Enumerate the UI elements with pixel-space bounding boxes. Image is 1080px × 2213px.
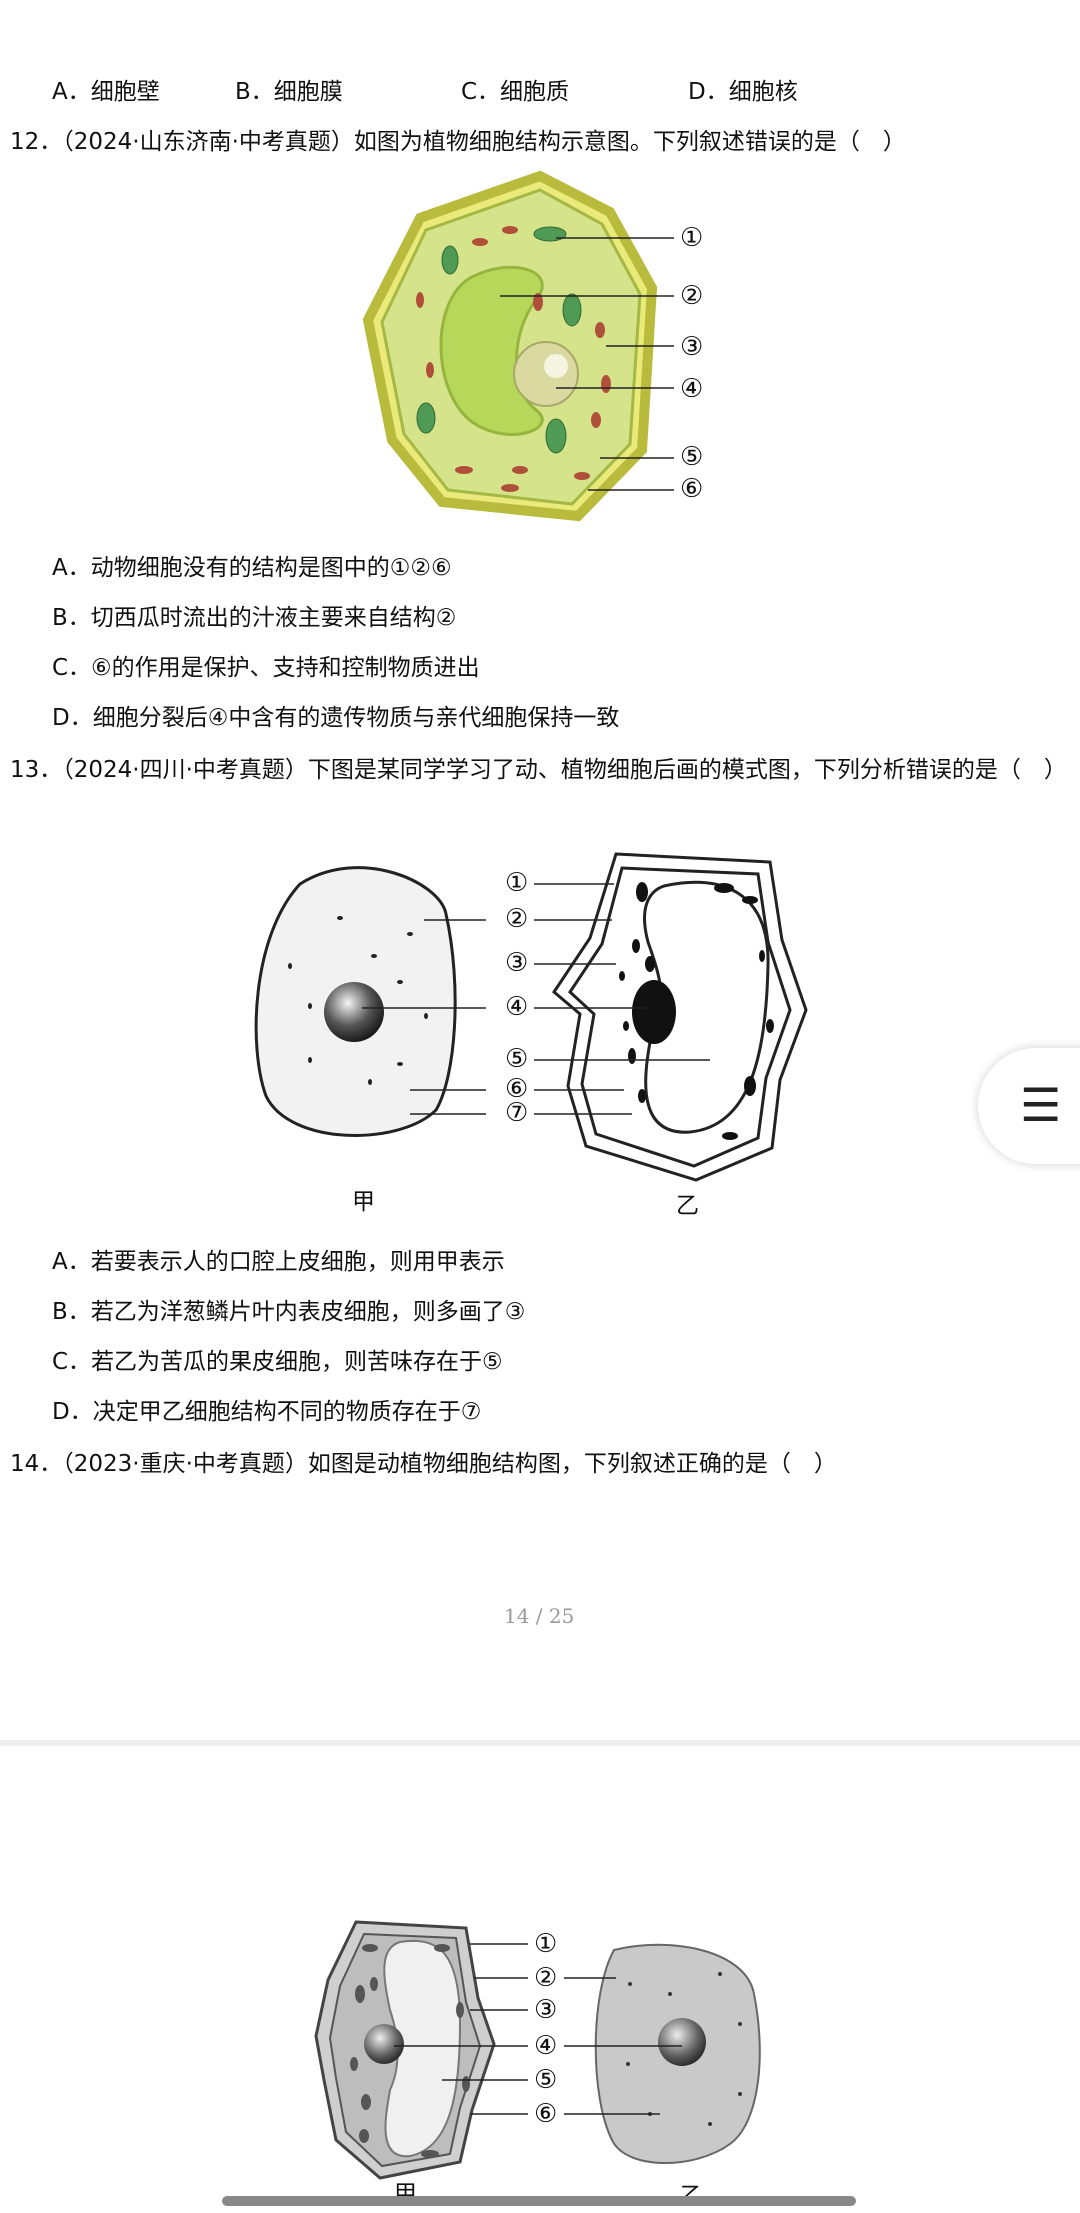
q13-cells-figure <box>254 852 808 1182</box>
q12-label-4: ④ <box>680 374 704 404</box>
home-indicator[interactable] <box>222 2196 856 2206</box>
q14-label-2: ② <box>534 1963 558 1993</box>
q13-label-7: ⑦ <box>505 1098 529 1128</box>
plant-nucleus <box>364 2024 404 2064</box>
q14-label-1: ① <box>534 1929 558 1959</box>
q11-option-a: A．细胞壁 <box>52 79 160 105</box>
q12-label-5: ⑤ <box>680 442 704 472</box>
nucleolus <box>544 354 568 378</box>
q11-option-d: D．细胞核 <box>688 79 798 105</box>
nucleus <box>513 341 579 407</box>
q12-option-a: A．动物细胞没有的结构是图中的①②⑥ <box>52 555 452 581</box>
menu-icon: ☰ <box>1020 1078 1062 1132</box>
q13-option-d: D．决定甲乙细胞结构不同的物质存在于⑦ <box>52 1399 482 1425</box>
plant-chloroplasts <box>350 1944 470 2158</box>
chloroplast <box>545 418 567 454</box>
q14-label-6: ⑥ <box>534 2099 558 2129</box>
q12-label-6: ⑥ <box>680 474 704 504</box>
q12-plant-cell-figure <box>362 170 674 522</box>
plant-vacuole <box>643 880 770 1134</box>
q14-stem: 14．（2023·重庆·中考真题）如图是动植物细胞结构图，下列叙述正确的是（ ） <box>10 1451 837 1477</box>
q12-option-d: D．细胞分裂后④中含有的遗传物质与亲代细胞保持一致 <box>52 705 620 731</box>
q13-label-6: ⑥ <box>505 1074 529 1104</box>
q12-stem: 12．（2024·山东济南·中考真题）如图为植物细胞结构示意图。下列叙述错误的是… <box>10 129 906 155</box>
q14-cells-figure <box>314 1920 761 2180</box>
menu-button[interactable]: ☰ <box>978 1048 1080 1164</box>
q11-option-c: C．细胞质 <box>461 79 570 105</box>
q14-label-5: ⑤ <box>534 2065 558 2095</box>
q12-label-2: ② <box>680 281 704 311</box>
plant-vacuole <box>383 1940 462 2158</box>
page-divider <box>0 1740 1080 1746</box>
chloroplast <box>562 293 582 327</box>
animal-nucleus <box>324 982 384 1042</box>
q13-option-b: B．若乙为洋葱鳞片叶内表皮细胞，则多画了③ <box>52 1299 526 1325</box>
q12-option-c: C．⑥的作用是保护、支持和控制物质进出 <box>52 655 480 681</box>
page-indicator: 14 / 25 <box>504 1604 575 1628</box>
q13-label-2: ② <box>505 904 529 934</box>
q13-label-4: ④ <box>505 992 529 1022</box>
q13-option-a: A．若要表示人的口腔上皮细胞，则用甲表示 <box>52 1249 505 1275</box>
animal-granules <box>288 916 428 1085</box>
q13-option-c: C．若乙为苦瓜的果皮细胞，则苦味存在于⑤ <box>52 1349 503 1375</box>
q12-label-3: ③ <box>680 332 704 362</box>
q13-label-5: ⑤ <box>505 1044 529 1074</box>
q13-label-3: ③ <box>505 948 529 978</box>
chloroplast <box>533 226 567 242</box>
q14-label-3: ③ <box>534 1995 558 2025</box>
vacuole <box>439 265 544 436</box>
q13-caption-right: 乙 <box>676 1193 699 1219</box>
q12-label-1: ① <box>680 223 704 253</box>
q13-caption-left: 甲 <box>352 1189 375 1215</box>
plant-nucleus <box>632 980 676 1044</box>
q13-stem: 13．（2024·四川·中考真题）下图是某同学学习了动、植物细胞后画的模式图，下… <box>10 757 1067 783</box>
animal-granules <box>626 1972 742 2126</box>
q13-label-1: ① <box>505 868 529 898</box>
q14-label-4: ④ <box>534 2031 558 2061</box>
chloroplast <box>416 402 436 434</box>
q11-option-b: B．细胞膜 <box>235 79 343 105</box>
animal-nucleus <box>658 2018 706 2066</box>
chloroplast <box>441 245 459 275</box>
q12-option-b: B．切西瓜时流出的汁液主要来自结构② <box>52 605 457 631</box>
